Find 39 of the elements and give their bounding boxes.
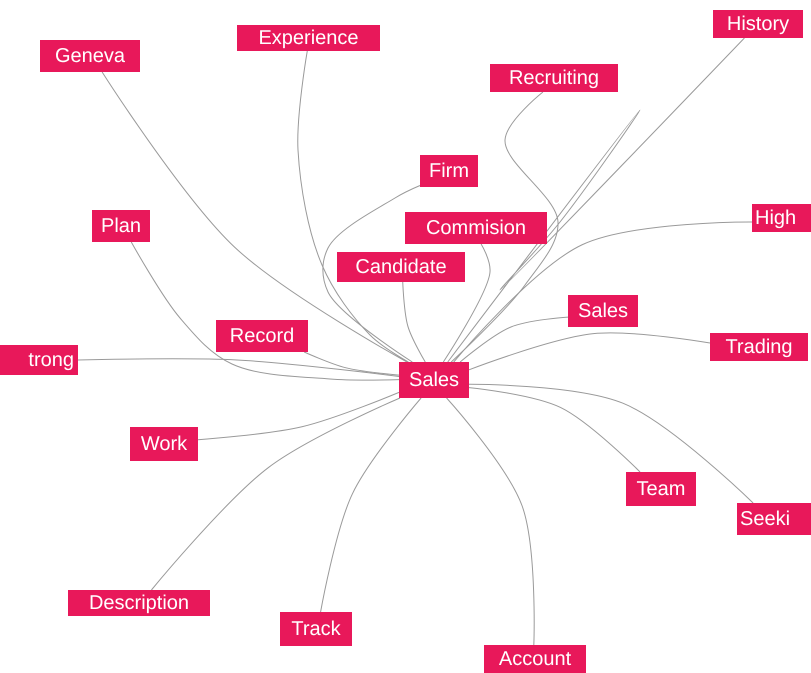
connector-line (468, 387, 641, 472)
word-label: Candidate (337, 252, 465, 282)
word-label: Team (626, 472, 696, 506)
connector-line (468, 332, 710, 370)
word-label: Description (68, 590, 210, 616)
word-label: Firm (420, 155, 478, 187)
word-label: Experience (237, 25, 380, 51)
connector-line (297, 50, 409, 362)
word-label: Trading (710, 333, 808, 361)
word-label: Record (216, 320, 308, 352)
word-label: Sales (399, 362, 469, 398)
connector-line (450, 92, 558, 362)
word-label: Track (280, 612, 352, 646)
word-label: High (752, 204, 811, 232)
word-label: Seeki (737, 503, 811, 535)
word-label: trong (0, 345, 78, 375)
connector-line (78, 358, 400, 377)
connector-line (402, 282, 426, 362)
connector-line (453, 221, 752, 362)
connector-line (442, 244, 491, 362)
word-label: Work (130, 427, 198, 461)
connector-line (304, 352, 400, 376)
word-label: Recruiting (490, 64, 618, 92)
word-label: History (713, 10, 803, 38)
connector-line (150, 398, 400, 590)
connector-line (468, 384, 754, 504)
connector-line (460, 316, 568, 362)
word-label: Sales (568, 295, 638, 327)
word-label: Geneva (40, 40, 140, 72)
connector-line (102, 72, 408, 362)
connector-line (198, 392, 400, 440)
word-label: Account (484, 645, 586, 673)
connector-line (322, 185, 420, 362)
word-label: Plan (92, 210, 150, 242)
connector-line (130, 242, 400, 381)
connector-line (446, 398, 535, 646)
connector-line (447, 38, 745, 362)
connector-line (320, 398, 422, 612)
word-label: Commision (405, 212, 547, 244)
